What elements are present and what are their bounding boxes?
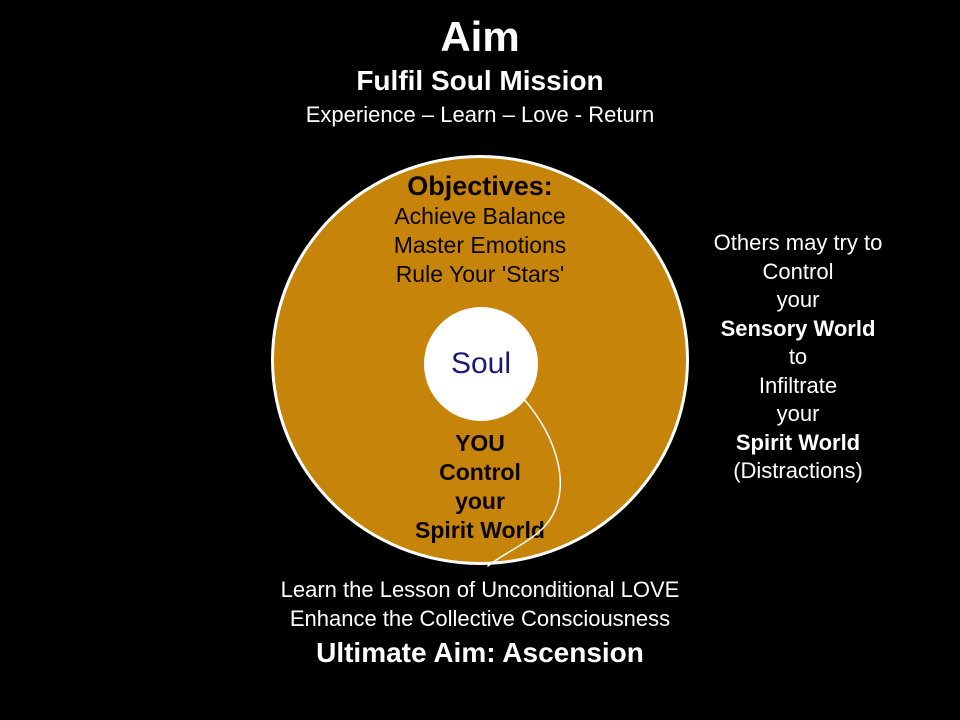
objective-item-1: Achieve Balance: [394, 203, 566, 229]
you-line-1: YOU: [455, 430, 505, 456]
you-control-block: YOU Control your Spirit World: [271, 429, 689, 545]
footer: Learn the Lesson of Unconditional LOVE E…: [0, 575, 960, 671]
objectives-heading: Objectives:: [407, 171, 553, 201]
footer-line-1: Learn the Lesson of Unconditional LOVE: [280, 577, 680, 602]
objective-item-3: Rule Your 'Stars': [395, 261, 565, 287]
you-line-2: Control: [439, 459, 521, 485]
right-note-line-1: Others may try to: [713, 230, 883, 255]
right-note-line-8: Spirit World: [735, 429, 861, 455]
soul-label: Soul: [450, 347, 512, 380]
right-note-line-4: Sensory World: [720, 315, 876, 341]
right-note: Others may try to Control your Sensory W…: [668, 229, 928, 486]
right-note-line-5: to: [788, 344, 808, 369]
right-note-line-3: your: [776, 287, 820, 312]
right-note-line-7: your: [776, 401, 820, 426]
right-note-line-6: Infiltrate: [758, 372, 838, 398]
objective-item-2: Master Emotions: [393, 232, 567, 258]
you-line-3: your: [455, 488, 505, 514]
footer-line-2: Enhance the Collective Consciousness: [289, 606, 671, 631]
header: Aim Fulfil Soul Mission Experience – Lea…: [0, 12, 960, 129]
objectives-block: Objectives: Achieve Balance Master Emoti…: [271, 170, 689, 289]
slide-title: Aim: [440, 13, 520, 60]
you-line-4: Spirit World: [415, 517, 545, 543]
slide-tagline: Experience – Learn – Love - Return: [305, 102, 655, 127]
slide-subtitle: Fulfil Soul Mission: [356, 65, 604, 96]
right-note-line-2: Control: [762, 258, 834, 284]
ultimate-aim: Ultimate Aim: Ascension: [316, 637, 644, 668]
right-note-line-9: (Distractions): [733, 458, 863, 483]
soul-circle: Soul: [424, 307, 538, 421]
